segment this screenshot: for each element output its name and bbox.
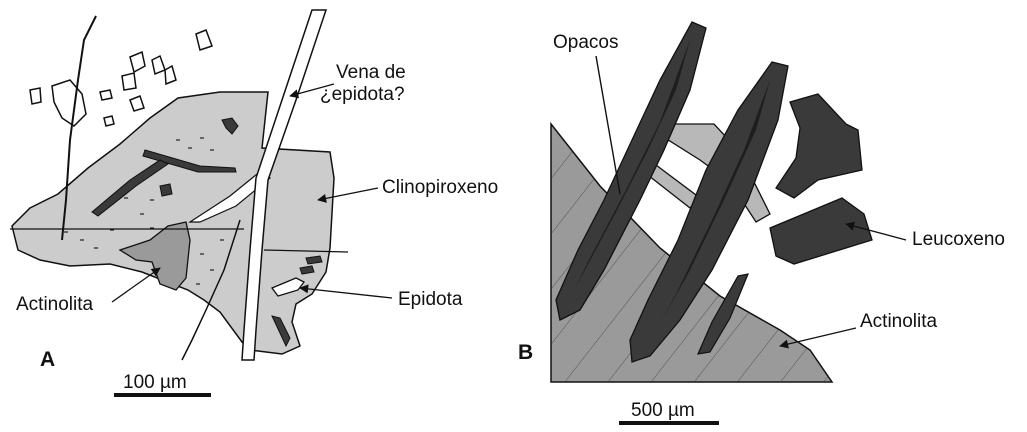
scale-bar-b-label: 500 µm: [631, 400, 695, 421]
label-vein-line2: ¿epidota?: [320, 84, 405, 105]
label-epidote: Epidota: [398, 289, 463, 310]
leucoxene-2: [770, 198, 872, 264]
label-vein-line1: Vena de: [336, 62, 406, 83]
scale-bar-a: [114, 393, 211, 397]
panel-b: Opacos Leucoxeno Actinolita B 500 µm: [518, 22, 1005, 425]
label-actinolite-b: Actinolita: [860, 311, 938, 332]
label-actinolite-a: Actinolita: [16, 294, 94, 315]
panel-a: Vena de ¿epidota? Clinopiroxeno Epidota …: [10, 10, 498, 397]
label-leucoxene: Leucoxeno: [912, 229, 1005, 250]
scale-bar-b: [619, 421, 719, 425]
label-clinopyroxene: Clinopiroxeno: [382, 177, 498, 198]
arrow-actinolite-a: [112, 268, 160, 302]
leader-opaques: [596, 56, 620, 194]
arrow-epidote: [300, 288, 392, 298]
label-opaques: Opacos: [553, 32, 618, 53]
leucoxene-1: [776, 94, 862, 198]
panel-letter-a: A: [40, 348, 55, 371]
scale-bar-a-label: 100 µm: [123, 372, 187, 393]
panel-letter-b: B: [518, 341, 533, 364]
